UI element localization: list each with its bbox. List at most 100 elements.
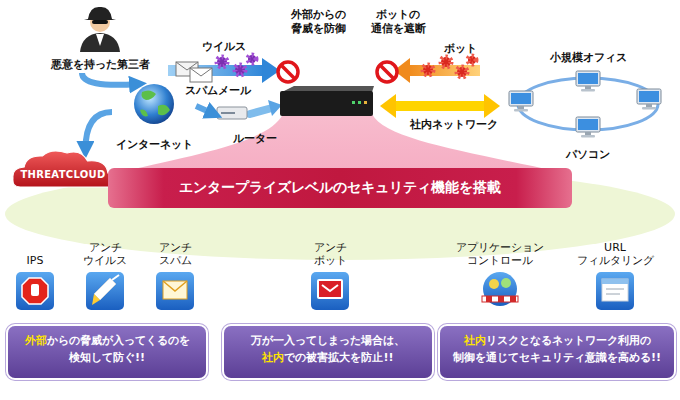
ips-icon (16, 272, 54, 310)
bot (441, 57, 451, 67)
prohibit-sign (278, 62, 298, 82)
office-network (576, 117, 600, 138)
virus (248, 55, 256, 63)
note-box: 社内リスクとなるネットワーク利用の 制御を通じてセキュリティ意識を高める!! (440, 326, 674, 378)
feature-icon: アンチ スパム (150, 226, 200, 268)
prohibit-sign (278, 62, 298, 82)
appcontrol-icon (498, 296, 504, 302)
urlfilter-icon (606, 289, 624, 290)
callout-label: ウイルス (194, 40, 254, 54)
antispam-icon (163, 281, 187, 291)
spam-mail (190, 68, 212, 82)
threat-arrow (168, 58, 280, 83)
antibot-icon (322, 285, 338, 291)
appcontrol-icon (510, 296, 516, 302)
appcontrol-icon (482, 296, 518, 302)
note-box: 万が一入ってしまった場合は、社内での被害拡大を防止!! (224, 326, 432, 378)
node-text: パソコン (566, 147, 610, 162)
antispam-icon (156, 272, 194, 310)
note-text: 社内 (262, 351, 284, 364)
note-text: 外部 (25, 334, 47, 347)
blue-arrow (250, 100, 282, 116)
node-text: IPS (27, 254, 44, 268)
appcontrol-icon (483, 272, 517, 306)
lan-arrow (380, 94, 396, 118)
antispam-icon (156, 272, 194, 310)
appcontrol-icon (482, 272, 518, 306)
lan-arrow (394, 101, 486, 111)
flow-arrow (82, 73, 138, 85)
appcontrol-icon (501, 278, 511, 288)
note-text: での被害拡大を防止!! (284, 351, 393, 364)
blue-arrow (268, 100, 282, 116)
appcontrol-icon (486, 296, 492, 302)
appcontrol-icon (489, 279, 499, 289)
antibot-icon (311, 272, 349, 310)
antivirus-icon (86, 272, 124, 310)
feature-icon: URL フィルタリング (571, 226, 659, 268)
urlfilter-icon (596, 272, 634, 310)
antivirus-icon (94, 278, 116, 300)
node-text: ルーター (233, 131, 277, 146)
appliance (364, 101, 367, 104)
hacker-figure (92, 20, 108, 24)
feature-band: エンタープライズレベルのセキュリティ機能を搭載 (108, 168, 572, 208)
virus (217, 57, 227, 67)
router-icon (217, 107, 247, 119)
office-group: 小規模オフィスパソコン (508, 50, 668, 162)
bot (423, 65, 433, 75)
node-text: 悪意を持った第三者 (51, 58, 150, 72)
cloud-shape (12, 148, 114, 188)
flow-arrow (85, 112, 112, 150)
callout-label: ボット (438, 42, 482, 56)
node-text: アンチ ボット (305, 241, 355, 269)
hacker-figure (96, 34, 104, 46)
virus (217, 55, 256, 75)
flow-arrow (196, 106, 214, 114)
spam-mail (190, 68, 212, 76)
appliance (358, 101, 361, 104)
bot (468, 56, 476, 64)
spam-mail (176, 62, 212, 82)
lan-arrow (380, 94, 500, 118)
blue-arrow (250, 108, 272, 114)
router-device: ルーター (215, 106, 277, 146)
bot (423, 56, 476, 77)
feature-icon: IPS (15, 226, 55, 268)
router-icon (221, 112, 235, 114)
urlfilter-icon (606, 294, 620, 295)
actor-figure: 悪意を持った第三者 (48, 6, 152, 72)
office-network (509, 71, 661, 138)
node-text: アンチ ウイルス (78, 241, 132, 269)
hacker-figure (80, 7, 120, 52)
globe (134, 84, 174, 124)
feature-icon: アプリケーション コントロール (452, 226, 548, 268)
note-box: 外部からの脅威が入ってくるのを 検知して防ぐ!! (8, 326, 206, 378)
callout-label: 外部からの 脅威を防御 (286, 8, 350, 36)
node-text: アプリケーション コントロール (452, 241, 548, 269)
callout-label: 社内ネットワーク (402, 118, 506, 132)
node-text: URL フィルタリング (571, 241, 659, 269)
hacker-figure (84, 7, 116, 20)
callout-label: ボットの 通信を遮断 (366, 8, 430, 36)
antivirus-icon (112, 275, 119, 280)
virus (235, 65, 245, 75)
feature-icon: アンチ ウイルス (78, 226, 132, 268)
antivirus-icon (86, 272, 124, 310)
router-icon (217, 107, 247, 119)
node-text: エンタープライズレベルのセキュリティ機能を搭載 (179, 179, 501, 197)
note-text: からの脅威が入ってくるのを 検知して防ぐ!! (47, 334, 190, 364)
bot (457, 67, 467, 77)
office-network (637, 89, 661, 110)
urlfilter-icon (602, 279, 628, 301)
node-text: インターネット (116, 138, 193, 152)
feature-icon: アンチ ボット (305, 226, 355, 268)
office-network (509, 91, 533, 112)
node-text: アンチ スパム (150, 241, 200, 269)
antibot-icon (311, 272, 349, 310)
ips-icon (16, 272, 54, 310)
prohibit-sign (377, 62, 397, 82)
appliance (280, 86, 374, 116)
node-text: 小規模オフィス (550, 50, 627, 65)
antispam-icon (163, 281, 187, 299)
